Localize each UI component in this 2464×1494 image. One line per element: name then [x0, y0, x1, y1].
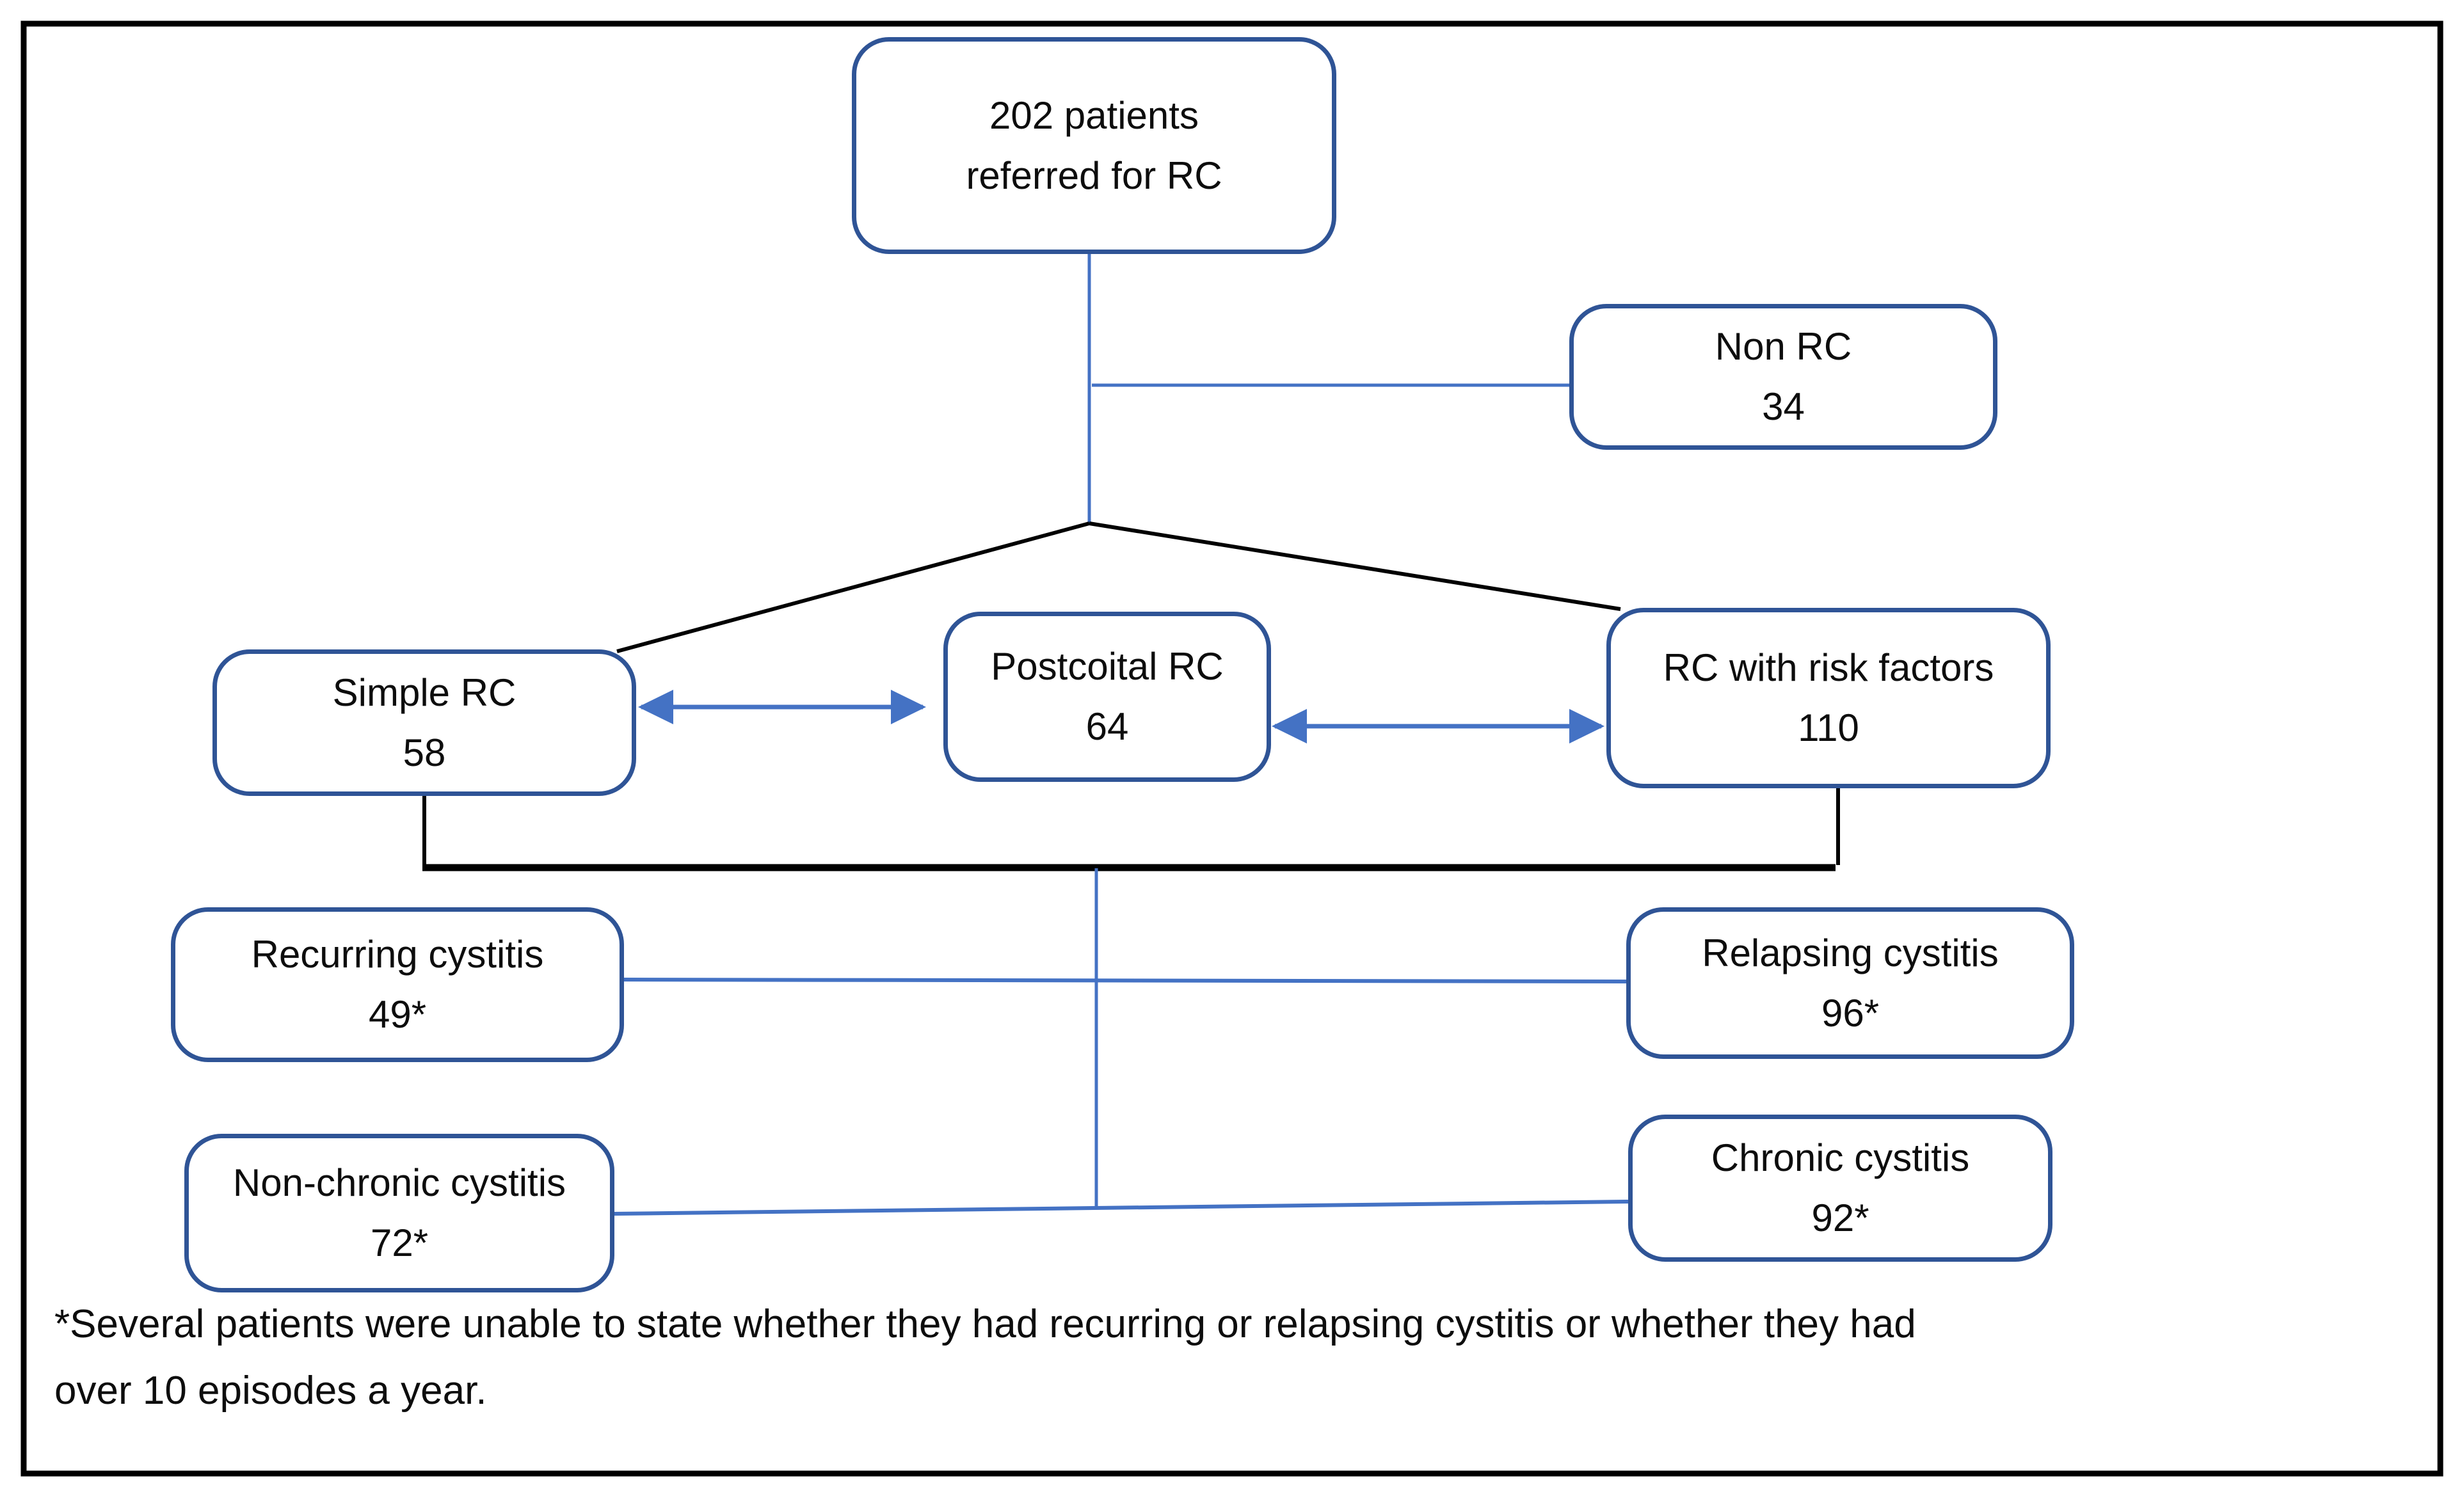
- node-recurring-count: 49*: [368, 993, 427, 1036]
- node-postcoital-rc-count: 64: [1085, 705, 1129, 748]
- connector-split-to-risk: [1089, 521, 1621, 611]
- node-non-rc: Non RC 34: [1569, 304, 1997, 450]
- node-risk-rc-label: RC with risk factors: [1663, 646, 1994, 689]
- node-nonchronic-label: Non-chronic cystitis: [232, 1161, 566, 1204]
- node-relapsing: Relapsing cystitis 96*: [1626, 907, 2074, 1059]
- node-recurring: Recurring cystitis 49*: [171, 907, 624, 1062]
- node-non-rc-count: 34: [1762, 385, 1805, 428]
- node-non-rc-label: Non RC: [1715, 325, 1852, 368]
- node-referred-label: 202 patients: [989, 93, 1199, 137]
- node-risk-rc: RC with risk factors 110: [1606, 608, 2051, 788]
- footnote: *Several patients were unable to state w…: [54, 1291, 2422, 1424]
- connector-recurring-relapsing: [623, 978, 1627, 983]
- node-simple-rc-count: 58: [403, 731, 446, 774]
- node-simple-rc-label: Simple RC: [332, 671, 516, 714]
- node-postcoital-rc-label: Postcoital RC: [991, 645, 1224, 688]
- node-recurring-label: Recurring cystitis: [251, 933, 544, 976]
- node-nonchronic: Non-chronic cystitis 72*: [184, 1134, 614, 1292]
- node-chronic: Chronic cystitis 92*: [1628, 1115, 2052, 1262]
- footnote-line-1: *Several patients were unable to state w…: [54, 1302, 1916, 1346]
- node-relapsing-label: Relapsing cystitis: [1702, 931, 1999, 974]
- arrowhead-right-postcoital: [891, 690, 926, 724]
- node-postcoital-rc: Postcoital RC 64: [943, 612, 1271, 782]
- node-relapsing-count: 96*: [1821, 991, 1880, 1035]
- node-chronic-count: 92*: [1811, 1196, 1869, 1239]
- node-chronic-label: Chronic cystitis: [1711, 1136, 1970, 1179]
- footnote-line-2: over 10 episodes a year.: [54, 1369, 487, 1413]
- node-nonchronic-count: 72*: [370, 1221, 429, 1264]
- node-simple-rc: Simple RC 58: [212, 649, 636, 796]
- arrowhead-right-risk: [1569, 709, 1604, 743]
- arrowhead-left-simple: [638, 690, 673, 724]
- connector-nonchronic-chronic: [614, 1200, 1629, 1216]
- arrowhead-left-postcoital: [1272, 709, 1307, 743]
- page-border: [20, 20, 2444, 1477]
- node-risk-rc-count: 110: [1798, 706, 1859, 749]
- connector-split-to-simple: [616, 521, 1090, 653]
- node-referred: 202 patients referred for RC: [852, 37, 1336, 254]
- node-referred-label2: referred for RC: [966, 154, 1222, 197]
